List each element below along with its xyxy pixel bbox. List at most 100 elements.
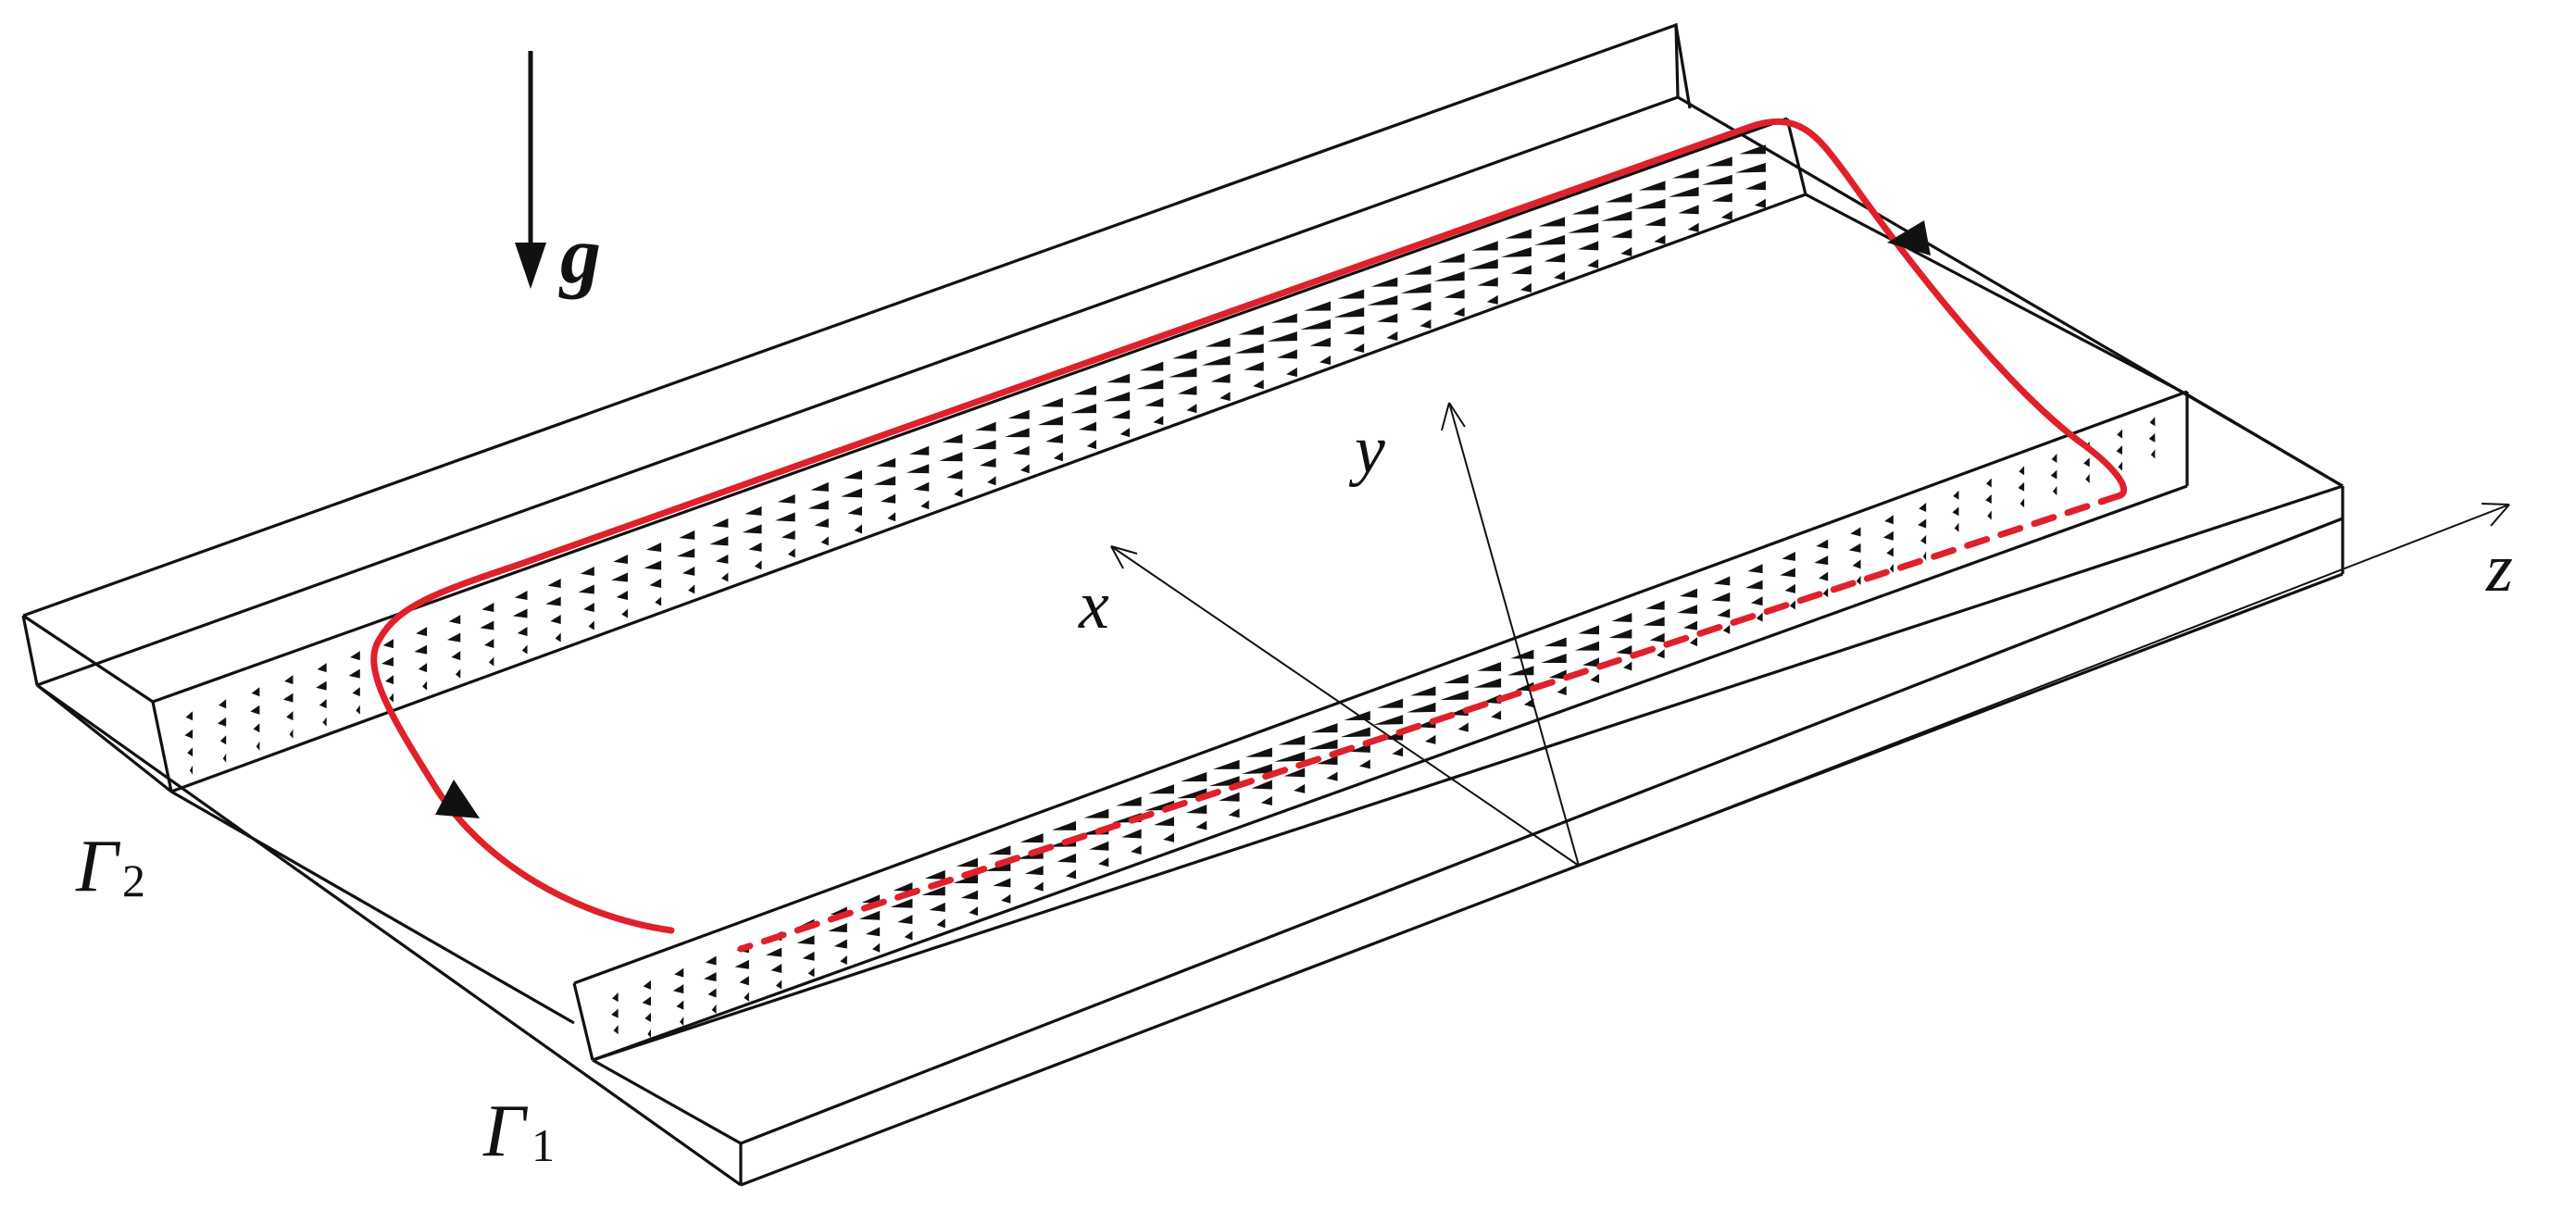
velocity-vector — [1510, 649, 1534, 659]
velocity-vector — [389, 693, 394, 703]
velocity-vector — [679, 530, 695, 540]
velocity-vector — [1057, 853, 1077, 863]
gamma1-symbol: Γ — [482, 1091, 529, 1172]
velocity-vector — [1553, 270, 1566, 281]
velocity-vector — [1131, 844, 1142, 855]
x-axis-label: x — [1078, 568, 1109, 643]
velocity-vector — [1373, 715, 1404, 725]
velocity-vector — [250, 705, 260, 715]
box-back-wall-top — [152, 117, 1788, 704]
velocity-vector — [1922, 551, 1927, 561]
velocity-vector — [1816, 539, 1829, 549]
velocity-vector — [833, 939, 847, 949]
velocity-vector — [770, 963, 782, 973]
velocity-vector — [317, 663, 327, 673]
velocity-vector — [897, 915, 913, 925]
velocity-vector — [742, 524, 762, 534]
velocity-vector — [672, 984, 684, 994]
velocity-vector — [416, 627, 428, 637]
velocity-vector — [1253, 380, 1264, 390]
velocity-vector — [1066, 869, 1077, 880]
velocity-vector — [1623, 661, 1632, 671]
velocity-vector — [754, 560, 762, 570]
velocity-vector — [1169, 368, 1197, 378]
velocity-vector — [1605, 193, 1632, 203]
velocity-vector — [1689, 637, 1697, 647]
velocity-vector — [2019, 466, 2025, 476]
velocity-vector — [807, 500, 829, 510]
velocity-vector — [621, 608, 628, 618]
velocity-vector — [1711, 193, 1732, 203]
velocity-vector — [748, 542, 762, 552]
velocity-vector — [1819, 571, 1829, 581]
velocity-vector — [1276, 349, 1297, 359]
velocity-vector — [1319, 356, 1332, 366]
velocity-vector — [946, 469, 963, 480]
velocity-vector — [1344, 710, 1370, 720]
velocity-vector — [350, 651, 360, 661]
velocity-vector — [893, 882, 913, 892]
velocity-vector — [704, 971, 717, 981]
velocity-vector — [448, 615, 461, 625]
velocity-vector — [217, 717, 227, 727]
velocity-vector — [1201, 356, 1231, 366]
box-front-wall-top — [573, 390, 2188, 985]
velocity-vector — [1245, 747, 1272, 757]
velocity-vector — [1083, 808, 1109, 818]
velocity-vector — [1473, 678, 1502, 688]
velocity-vector — [969, 906, 979, 917]
velocity-vector — [1985, 494, 1992, 505]
velocity-vector — [1683, 620, 1697, 630]
velocity-vector — [1884, 515, 1894, 525]
velocity-vector — [253, 723, 260, 733]
velocity-vector — [480, 620, 494, 630]
velocity-vector — [1750, 596, 1763, 606]
velocity-vector — [348, 668, 360, 679]
velocity-vector — [2018, 481, 2025, 492]
velocity-vector — [993, 878, 1011, 888]
velocity-vector — [1568, 222, 1599, 233]
velocity-vector — [1440, 690, 1469, 701]
velocity-vector — [921, 886, 945, 896]
velocity-vector — [385, 675, 394, 685]
velocity-vector — [1491, 710, 1502, 720]
velocity-vector — [1005, 428, 1030, 438]
velocity-vector — [2050, 469, 2057, 480]
velocity-vector — [1437, 253, 1465, 263]
velocity-vector — [1267, 331, 1297, 342]
velocity-vector — [580, 566, 594, 576]
velocity-vector — [775, 980, 782, 990]
x-axis-arrowhead — [1110, 545, 1138, 569]
velocity-vector — [1645, 600, 1665, 610]
velocity-vector — [1616, 645, 1632, 655]
velocity-vector — [1679, 588, 1697, 598]
velocity-vector — [2118, 461, 2123, 471]
box-right-top — [1805, 193, 2344, 488]
velocity-vector — [1571, 205, 1599, 215]
gravity-label: g — [558, 211, 601, 301]
velocity-vector — [451, 651, 461, 661]
velocity-vector — [1578, 625, 1600, 635]
velocity-vector — [455, 668, 461, 679]
velocity-vector — [721, 572, 729, 582]
velocity-vector — [286, 711, 294, 721]
flow-path-solid — [370, 118, 2128, 934]
velocity-vector — [920, 500, 930, 510]
velocity-vector — [187, 747, 194, 757]
velocity-vector — [1519, 282, 1532, 293]
velocity-vector — [1654, 234, 1666, 244]
velocity-vector — [1163, 832, 1174, 842]
velocity-vector — [1037, 416, 1063, 426]
velocity-vector — [583, 602, 594, 612]
velocity-vector — [1590, 673, 1600, 683]
velocity-vector — [1135, 380, 1164, 390]
box-front-bottom-edge — [740, 572, 2344, 1187]
velocity-vector — [1107, 373, 1131, 383]
velocity-vector — [1139, 361, 1164, 371]
velocity-vector — [1033, 881, 1044, 892]
front-wall-velocity-vectors — [611, 417, 2156, 1039]
velocity-vector — [1919, 534, 1927, 544]
velocity-vector — [1789, 600, 1795, 610]
gravity-indicator: g — [515, 51, 601, 301]
velocity-vector — [1012, 445, 1030, 456]
